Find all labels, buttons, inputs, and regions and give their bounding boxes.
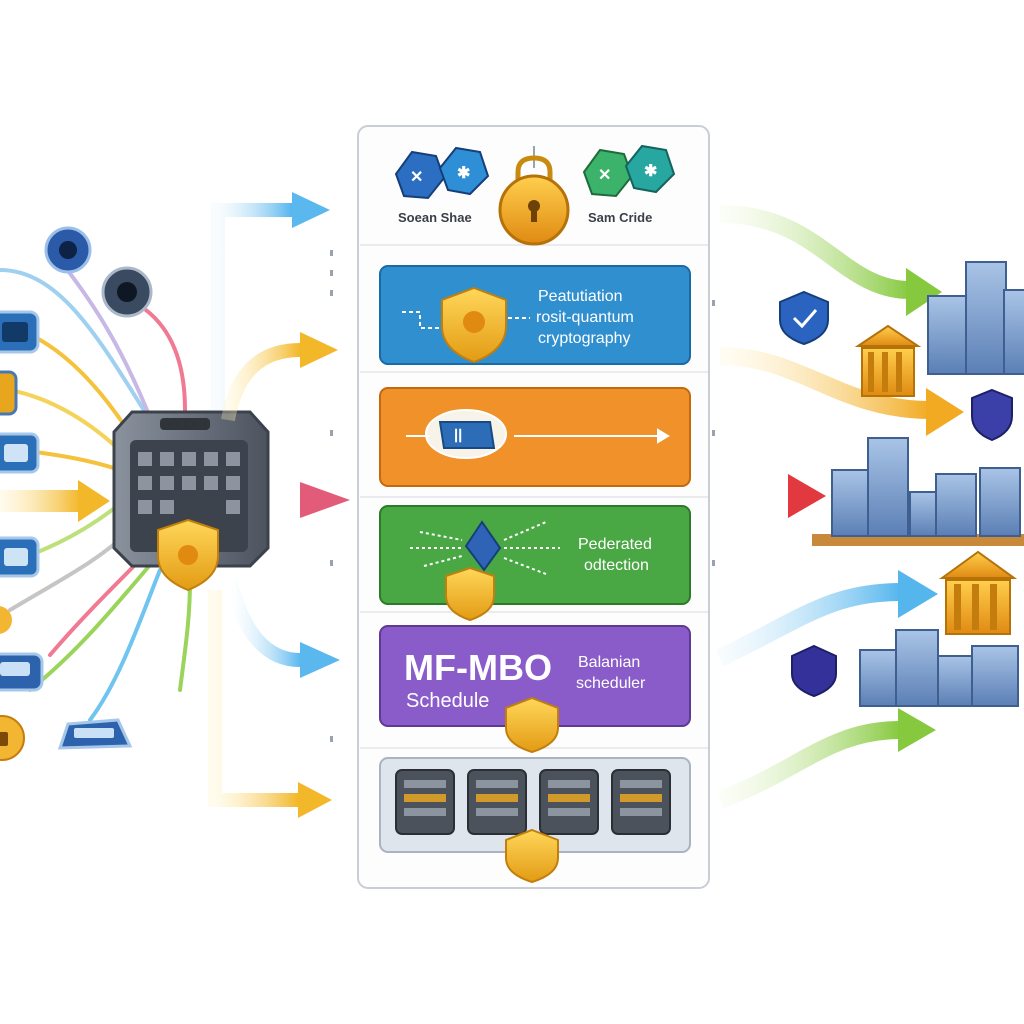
channel-arrow	[406, 428, 670, 444]
bank-icon	[854, 324, 922, 397]
device-icon	[0, 536, 40, 578]
shield-check-icon	[779, 290, 829, 346]
building-icon	[927, 261, 1024, 375]
mfmbo-right2: scheduler	[576, 675, 646, 692]
server-icon	[539, 769, 599, 835]
federated-line2: odtection	[584, 557, 649, 574]
device-icon	[0, 370, 18, 416]
car-icon	[57, 718, 133, 750]
link-lines	[402, 311, 530, 329]
pqc-line3: cryptography	[538, 330, 631, 347]
hub-output-arrows	[208, 203, 301, 807]
bank-icon	[938, 550, 1018, 635]
device-icon	[0, 310, 40, 354]
mfmbo-sub: Schedule	[406, 690, 489, 712]
top-right-caption: Sam Cride	[588, 210, 652, 225]
shield-icon	[505, 696, 559, 754]
shield-icon	[971, 388, 1013, 442]
top-left-caption: Soean Shae	[398, 210, 472, 225]
shield-icon	[505, 828, 559, 884]
hub-output-arrowheads	[292, 192, 350, 818]
server-icon	[611, 769, 671, 835]
key-pair-icon: ✕ ✱	[394, 146, 490, 200]
shield-icon	[445, 566, 495, 622]
federated-line1: Pederated	[578, 536, 652, 553]
svg-text:✱: ✱	[457, 165, 470, 182]
car-icon	[0, 652, 44, 692]
camera-icon	[101, 266, 153, 318]
key-pair-icon: ✕ ✱	[582, 144, 676, 198]
camera-icon	[44, 226, 92, 274]
svg-text:✕: ✕	[598, 167, 611, 184]
federated-layer	[379, 505, 691, 605]
building-icon	[859, 629, 1019, 707]
mfmbo-right1: Balanian	[578, 654, 640, 671]
pqc-layer	[379, 265, 691, 365]
device-icon	[0, 432, 40, 474]
lock-icon	[0, 606, 12, 634]
shield-icon	[441, 286, 507, 364]
mfmbo-title: MF-MBO	[404, 647, 552, 688]
input-arrow	[0, 480, 110, 522]
lock-icon	[498, 146, 570, 246]
pqc-line1: Peatutiation	[538, 288, 623, 305]
shield-icon	[791, 644, 837, 698]
pqc-line2: rosit-quantum	[536, 309, 634, 326]
building-icon	[812, 437, 1024, 546]
output-arrows	[716, 205, 931, 809]
lock-icon	[0, 715, 25, 761]
svg-text:✕: ✕	[410, 169, 423, 186]
server-hub-icon	[112, 410, 270, 568]
svg-text:ꟾꟾ: ꟾꟾ	[454, 428, 462, 445]
secure-channel-icon: ꟾꟾ	[425, 409, 507, 459]
network-node-icon	[410, 520, 560, 575]
output-arrowheads	[788, 268, 964, 752]
server-icon	[395, 769, 455, 835]
svg-text:✱: ✱	[644, 163, 657, 180]
shield-icon	[157, 518, 219, 592]
dash-marks	[330, 250, 715, 742]
server-icon	[467, 769, 527, 835]
